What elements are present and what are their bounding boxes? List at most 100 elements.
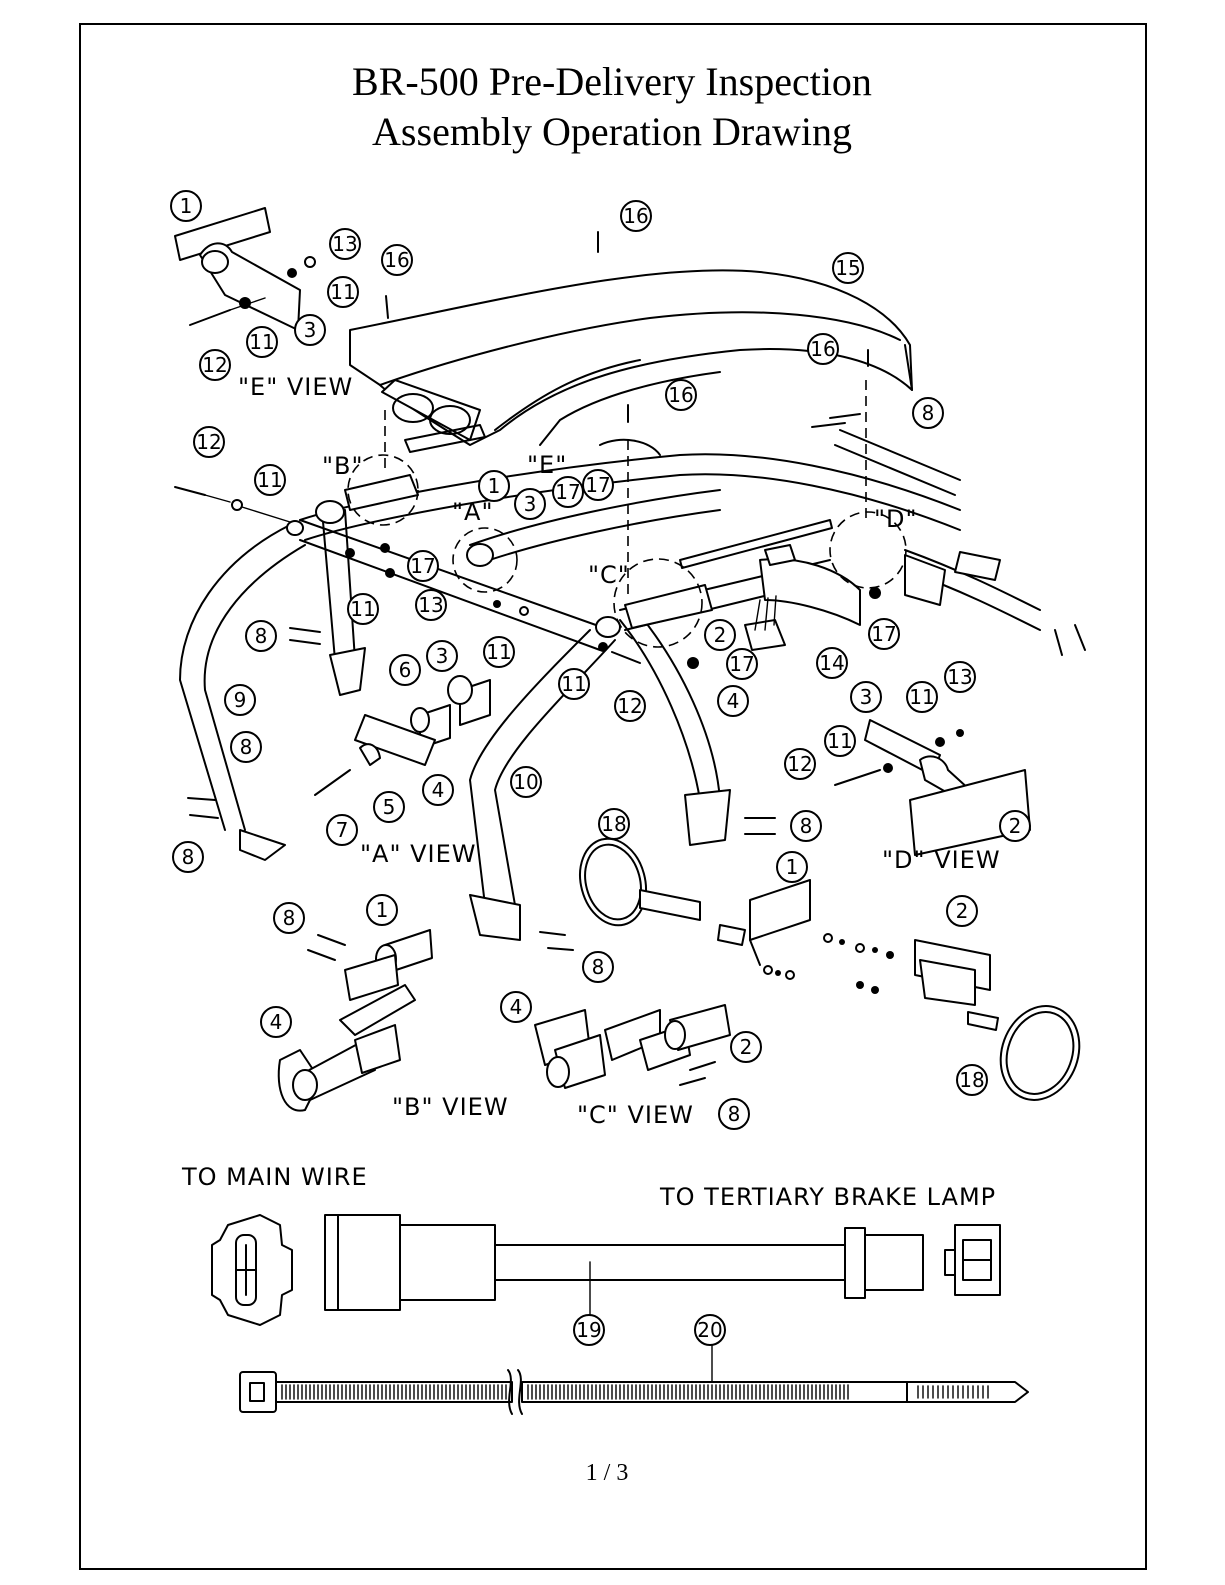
callout-1: 1: [366, 894, 398, 926]
frame-tubes: [179, 424, 1041, 906]
detail-circle-d: [829, 511, 907, 589]
roof-panel: [349, 269, 913, 456]
callout-balloon: [389, 654, 421, 686]
detail-marker-d: "D": [874, 505, 918, 533]
callout-number: 11: [249, 330, 274, 354]
callout-number: 2: [740, 1035, 753, 1059]
callout-balloon: [327, 276, 359, 308]
callout-4: 4: [717, 685, 749, 717]
callout-number: 16: [384, 248, 409, 272]
callout-11: 11: [558, 668, 590, 700]
callout-number: 19: [576, 1318, 601, 1342]
callout-8: 8: [172, 841, 204, 873]
callout-16: 16: [381, 244, 413, 276]
callout-11: 11: [906, 681, 938, 713]
callout-8: 8: [912, 397, 944, 429]
callout-10: 10: [510, 766, 542, 798]
callout-number: 17: [871, 622, 896, 646]
drawing-border: [79, 23, 1147, 1570]
callout-number: 4: [727, 689, 740, 713]
callout-number: 20: [697, 1318, 722, 1342]
view-label-c: "C" VIEW: [577, 1101, 694, 1129]
callout-18: 18: [956, 1064, 988, 1096]
callout-number: 8: [922, 401, 935, 425]
detail-marker-b: "B": [322, 452, 364, 480]
callout-1: 1: [776, 851, 808, 883]
callout-number: 13: [418, 593, 443, 617]
callout-balloon: [717, 685, 749, 717]
callout-9: 9: [224, 684, 256, 716]
callout-balloon: [614, 690, 646, 722]
callout-balloon: [906, 681, 938, 713]
callout-number: 12: [617, 694, 642, 718]
callout-17: 17: [552, 476, 584, 508]
callout-number: 8: [728, 1102, 741, 1126]
callout-number: 18: [959, 1068, 984, 1092]
mirror-assembly: [579, 837, 1081, 1101]
callout-11: 11: [327, 276, 359, 308]
callout-balloon: [944, 661, 976, 693]
callout-balloon: [665, 379, 697, 411]
callout-balloon: [784, 748, 816, 780]
callout-balloon: [483, 636, 515, 668]
callout-balloon: [824, 725, 856, 757]
callout-number: 14: [819, 651, 844, 675]
callout-number: 11: [486, 640, 511, 664]
callout-16: 16: [807, 333, 839, 365]
callout-balloon: [807, 333, 839, 365]
callout-4: 4: [260, 1006, 292, 1038]
callout-balloon: [273, 902, 305, 934]
callout-17: 17: [868, 618, 900, 650]
callout-balloon: [956, 1064, 988, 1096]
fasteners-main: [174, 231, 1086, 951]
callout-balloon: [552, 476, 584, 508]
callout-number: 8: [800, 814, 813, 838]
callout-balloon: [246, 326, 278, 358]
callout-3: 3: [514, 488, 546, 520]
callout-balloon: [245, 620, 277, 652]
callout-balloon: [199, 349, 231, 381]
callout-balloon: [999, 810, 1031, 842]
callout-balloon: [850, 681, 882, 713]
callout-number: 8: [182, 845, 195, 869]
callout-number: 16: [810, 337, 835, 361]
callout-number: 7: [336, 818, 349, 842]
callout-number: 4: [270, 1010, 283, 1034]
callout-20: 20: [694, 1314, 726, 1346]
callout-balloon: [620, 200, 652, 232]
callout-balloon: [573, 1314, 605, 1346]
callout-11: 11: [246, 326, 278, 358]
callout-balloon: [260, 1006, 292, 1038]
callout-17: 17: [407, 550, 439, 582]
callout-balloon: [366, 894, 398, 926]
callout-balloon: [832, 252, 864, 284]
callout-16: 16: [665, 379, 697, 411]
callout-balloon: [407, 550, 439, 582]
callout-13: 13: [415, 589, 447, 621]
callout-number: 9: [234, 688, 247, 712]
callout-balloon: [381, 244, 413, 276]
callout-number: 3: [436, 644, 449, 668]
label-to-brake-lamp: TO TERTIARY BRAKE LAMP: [659, 1183, 996, 1211]
callout-balloon: [254, 464, 286, 496]
detail-circle-b: [347, 454, 419, 526]
callout-balloon: [170, 190, 202, 222]
callout-12: 12: [784, 748, 816, 780]
callout-19: 19: [573, 1314, 605, 1346]
callout-number: 1: [180, 194, 193, 218]
drawing-title: BR-500 Pre-Delivery Inspection: [352, 59, 872, 104]
view-e-detail: [174, 207, 316, 331]
callout-balloon: [704, 619, 736, 651]
callout-balloon: [776, 851, 808, 883]
callout-number: 8: [592, 955, 605, 979]
callout-number: 12: [196, 430, 221, 454]
callout-number: 2: [956, 899, 969, 923]
detail-circle-c: [613, 558, 703, 648]
callout-balloon: [946, 895, 978, 927]
callout-number: 5: [383, 795, 396, 819]
callout-number: 1: [376, 898, 389, 922]
callout-number: 16: [623, 204, 648, 228]
callout-3: 3: [850, 681, 882, 713]
callout-balloon: [326, 814, 358, 846]
